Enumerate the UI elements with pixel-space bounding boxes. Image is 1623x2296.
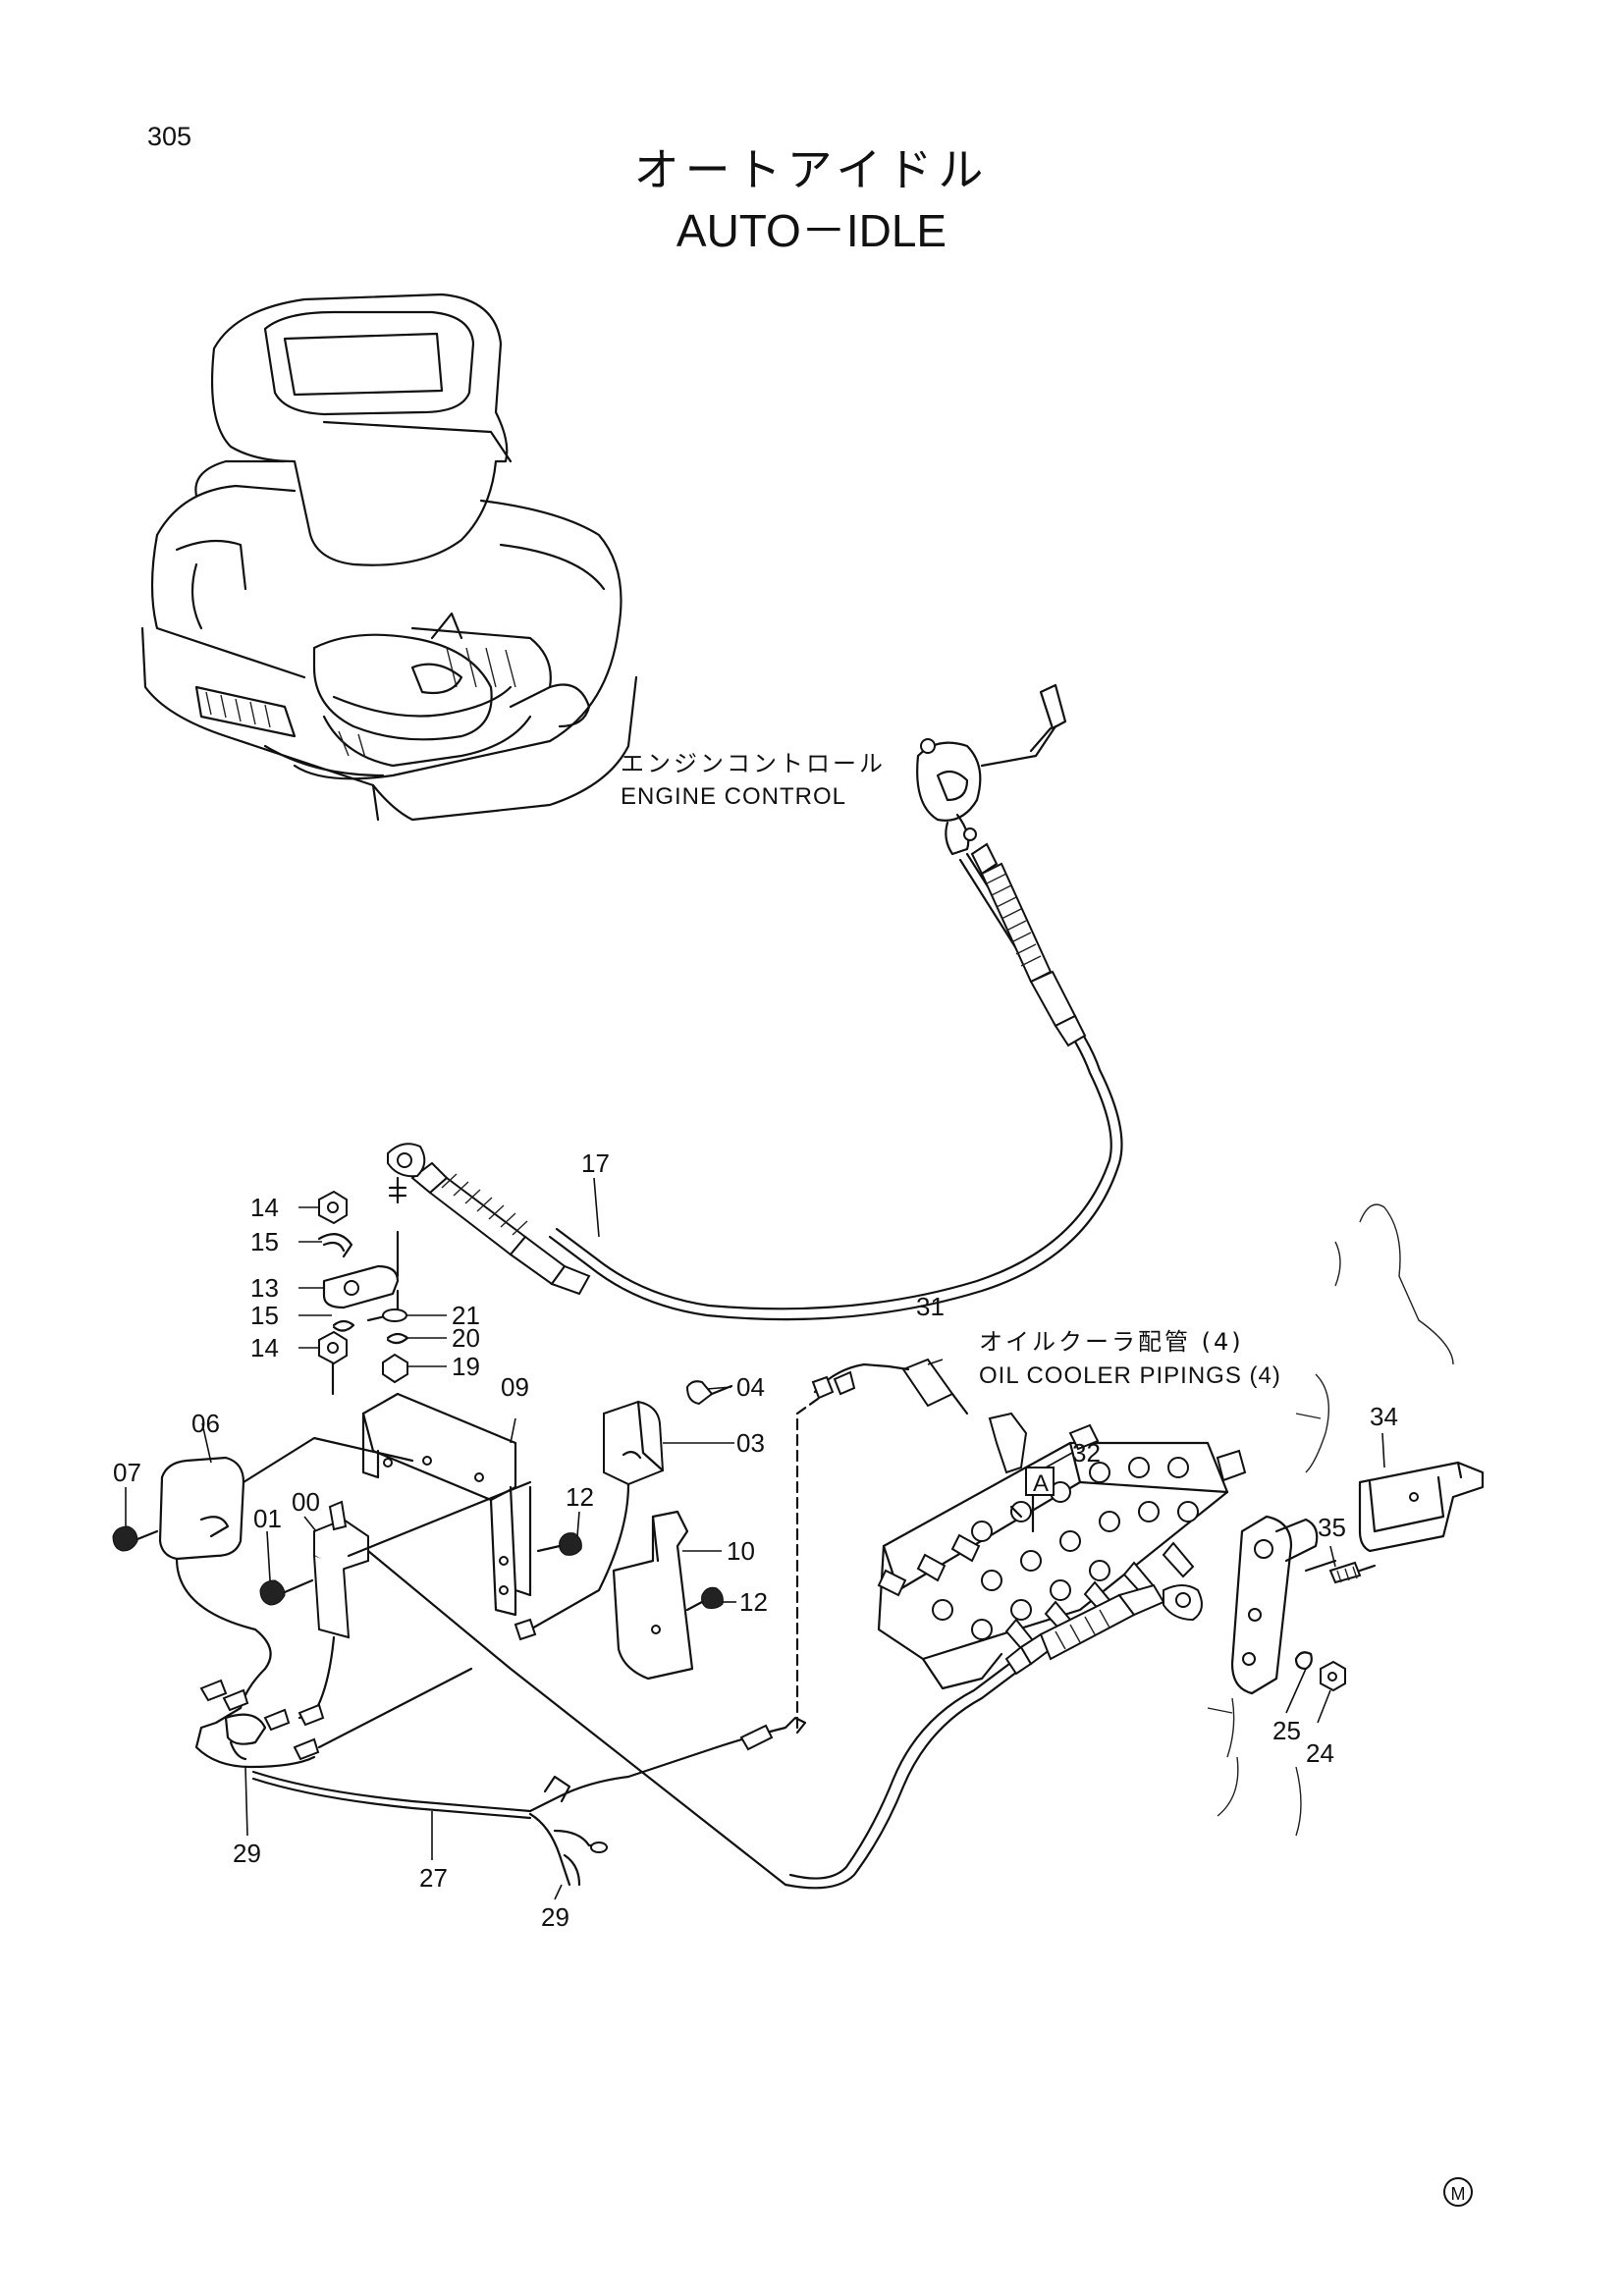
part-number-label: 19 [452,1352,480,1381]
engine-control-label-japanese: エンジンコントロール [621,750,886,777]
part-number-label: 00 [292,1487,320,1517]
part-number-label: 12 [566,1482,594,1512]
part-number-label: 35 [1318,1513,1346,1542]
control-cable [387,842,1123,1321]
part-number-label: 12 [739,1587,768,1617]
part-number-label: 31 [916,1292,945,1321]
part-number-label: 14 [250,1193,279,1222]
part-number-label: 25 [1272,1716,1301,1745]
part-number-label: 03 [736,1428,765,1458]
part-number-label: 29 [541,1902,569,1932]
part-number-label: 09 [501,1372,529,1402]
wire-harness [194,1392,827,1887]
part-number-label: 17 [581,1148,610,1178]
cover [112,1436,414,1671]
part-number-label: 07 [113,1458,141,1487]
bracket [361,1392,532,1617]
bracket-10 [612,1510,724,1681]
engine-control-lever [916,683,1067,856]
oil-cooler-label-english: OIL COOLER PIPINGS (4) [979,1362,1281,1389]
part-number-label: 15 [250,1227,279,1256]
part-number-label: 29 [233,1839,261,1868]
lower-cable [784,1583,1203,1890]
maker-mark: M [1443,2177,1473,2207]
valve-ports [932,1457,1199,1640]
engine-control-label-english: ENGINE CONTROL [621,783,847,810]
detail-marker-label: A [1033,1470,1050,1497]
part-number-label: 15 [250,1301,279,1330]
part-number-label: 34 [1370,1402,1398,1431]
part-number-label: 10 [727,1536,755,1566]
part-number-label: 32 [1072,1438,1101,1468]
part-number-label: 24 [1306,1738,1334,1768]
part-number-label: 20 [452,1323,480,1353]
title-english: AUTO－IDLE [676,205,947,256]
oil-cooler-label-japanese: オイルクーラ配管 (4) [979,1328,1244,1356]
title-japanese: オートアイドル [633,143,990,196]
operator-seat-assembly [140,293,638,822]
auto-idle-switch [259,1480,787,1887]
part-number-label: 01 [253,1504,282,1533]
mount-block [514,1380,733,1641]
part-number-label: 21 [452,1301,480,1330]
governor-linkage [1207,1203,1485,1837]
pressure-switch [811,1358,1028,1474]
detail-marker-box [1009,1467,1055,1533]
part-number-label: 14 [250,1333,279,1362]
part-number-label: 06 [191,1409,220,1438]
hardware-stack [317,1190,409,1396]
leader-lines [125,1177,1385,1900]
part-number-label: 13 [250,1273,279,1303]
part-number-label: 27 [419,1863,448,1893]
page-number: 305 [147,122,192,151]
part-number-label: 04 [736,1372,765,1402]
